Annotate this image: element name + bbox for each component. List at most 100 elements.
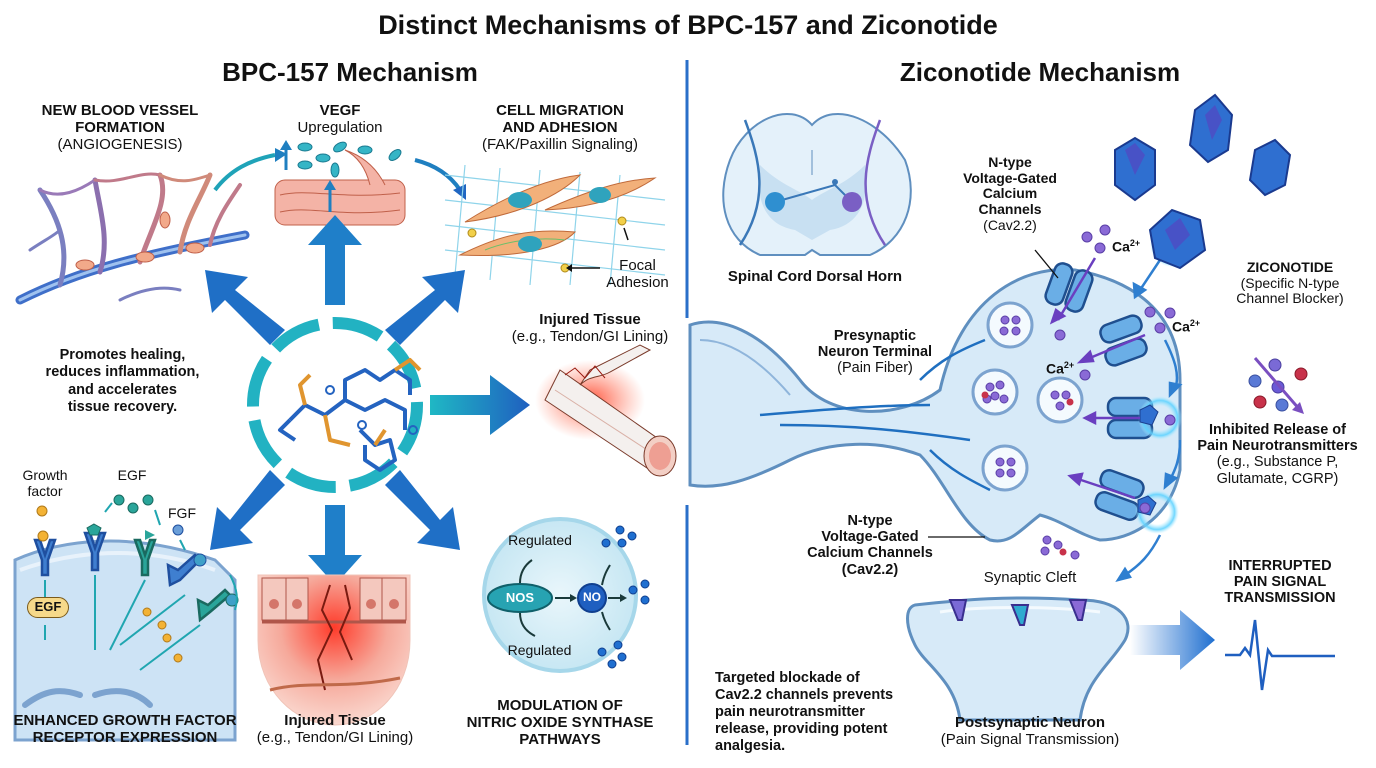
channel-top-line4: Channels — [978, 201, 1042, 218]
inhibited-line2: Pain Neurotransmitters — [1197, 438, 1358, 455]
interrupted-line2: PAIN SIGNAL — [1233, 574, 1327, 591]
nos-title-line3: PATHWAYS — [519, 730, 601, 748]
curved-arrow-icon — [213, 153, 276, 192]
calcium-ion-label: Ca2+ — [1112, 238, 1140, 255]
egf-ligand-label: EGF — [117, 467, 147, 483]
nos-title: MODULATION OF NITRIC OXIDE SYNTHASE PATH… — [455, 697, 665, 748]
zic-summary-line3: pain neurotransmitter — [715, 703, 865, 720]
injured-tissue-right-label: Injured Tissue (e.g., Tendon/GI Lining) — [490, 311, 690, 346]
zic-summary-line2: Cav2.2 channels prevents — [715, 686, 894, 703]
focal-label-line2: Adhesion — [606, 273, 669, 291]
inhibited-line4: Glutamate, CGRP) — [1216, 470, 1339, 487]
blood-vessel-illustration — [15, 172, 250, 305]
nos-title-line1: MODULATION OF — [497, 697, 623, 714]
ca-text: Ca — [1172, 318, 1190, 335]
migration-title-line1: CELL MIGRATION — [496, 102, 624, 119]
growth-factor-receptor-illustration — [13, 494, 239, 742]
focal-label-line1: Focal — [619, 257, 656, 274]
calcium-ion-label: Ca2+ — [1172, 318, 1200, 335]
cell-migration-illustration — [444, 164, 666, 286]
growth-factor-title-line2: RECEPTOR EXPRESSION — [32, 728, 218, 746]
ziconotide-crystal-icon — [1114, 93, 1292, 270]
ca-text: Ca — [1112, 238, 1130, 255]
interrupted-line1: INTERRUPTED — [1228, 558, 1332, 574]
presynaptic-line1: Presynaptic — [833, 328, 917, 344]
spinal-cord-illustration — [722, 113, 912, 256]
pain-signal-waveform — [1225, 619, 1335, 691]
injured-tendon-illustration — [535, 344, 677, 477]
postsynaptic-title: Postsynaptic Neuron — [954, 714, 1106, 731]
inhibited-line1: Inhibited Release of — [1209, 422, 1346, 438]
bpc-summary-line4: tissue recovery. — [67, 399, 178, 416]
channel-bottom-line1: N-type — [847, 513, 893, 529]
ca-text: Ca — [1046, 360, 1064, 377]
injured-right-title: Injured Tissue — [539, 311, 641, 328]
injured-gi-tissue-illustration — [257, 574, 411, 726]
channel-top-line5: (Cav2.2) — [983, 216, 1037, 233]
presynaptic-line2: Neuron Terminal — [817, 344, 933, 361]
synaptic-cleft-label: Synaptic Cleft — [983, 569, 1077, 586]
ca-charge: 2+ — [1189, 318, 1201, 328]
angiogenesis-label: NEW BLOOD VESSEL FORMATION (ANGIOGENESIS… — [20, 102, 220, 153]
fgf-ligand-label: FGF — [168, 505, 196, 521]
interrupted-signal-label: INTERRUPTED PAIN SIGNAL TRANSMISSION — [1205, 558, 1355, 607]
channel-top-line3: Calcium — [982, 185, 1038, 202]
vegf-vessel-illustration — [274, 140, 406, 226]
nos-label: NOS — [505, 590, 535, 605]
focal-adhesion-label: Focal Adhesion — [600, 257, 675, 292]
no-label: NO — [583, 590, 601, 604]
inhibited-line3: (e.g., Substance P, — [1216, 454, 1339, 471]
injured-bottom-subtitle: (e.g., Tendon/GI Lining) — [256, 728, 414, 746]
bpc-summary-line3: and accelerates — [68, 381, 177, 398]
injured-right-subtitle: (e.g., Tendon/GI Lining) — [511, 327, 669, 345]
channel-top-label: N-type Voltage-Gated Calcium Channels (C… — [955, 154, 1065, 233]
ziconotide-heading: Ziconotide Mechanism — [899, 57, 1181, 87]
ca-charge: 2+ — [1129, 238, 1141, 248]
channel-bottom-line2: Voltage-Gated — [821, 529, 919, 546]
inhibited-release-label: Inhibited Release of Pain Neurotransmitt… — [1185, 422, 1370, 487]
angiogenesis-title-line1: NEW BLOOD VESSEL — [41, 102, 199, 119]
curved-arrow-icon — [414, 158, 462, 192]
nos-regulated-bottom: Regulated — [507, 642, 572, 658]
cell-migration-label: CELL MIGRATION AND ADHESION (FAK/Paxilli… — [450, 102, 670, 153]
molecule-ring — [247, 317, 423, 493]
growth-factor-title: ENHANCED GROWTH FACTOR RECEPTOR EXPRESSI… — [0, 712, 250, 747]
zic-summary-line1: Targeted blockade of — [715, 670, 860, 686]
bpc157-heading: BPC-157 Mechanism — [222, 57, 478, 87]
nos-title-line2: NITRIC OXIDE SYNTHASE — [466, 713, 654, 731]
calcium-channels — [1044, 262, 1154, 521]
growth-factor-label-line2: factor — [27, 482, 63, 499]
neurotransmitter-molecules — [1248, 357, 1308, 414]
postsynaptic-neuron-illustration — [906, 596, 1335, 722]
zic-summary-line5: analgesia. — [715, 737, 786, 754]
migration-subtitle: (FAK/Paxillin Signaling) — [482, 135, 638, 153]
interrupted-line3: TRANSMISSION — [1224, 590, 1336, 607]
ziconotide-sub2: Channel Blocker) — [1236, 290, 1344, 307]
bpc-summary-line2: reduces inflammation, — [45, 364, 200, 381]
channel-top-line1: N-type — [988, 154, 1032, 170]
spinal-cord-label: Spinal Cord Dorsal Horn — [727, 268, 903, 285]
ziconotide-summary: Targeted blockade of Cav2.2 channels pre… — [715, 670, 935, 755]
vegf-title: VEGF — [319, 102, 361, 119]
angiogenesis-title-line2: FORMATION — [75, 118, 165, 136]
ziconotide-title: ZICONOTIDE — [1246, 259, 1334, 275]
bpc157-molecule-icon — [278, 358, 422, 472]
injured-tissue-bottom-label: Injured Tissue (e.g., Tendon/GI Lining) — [250, 712, 420, 747]
bpc-summary: Promotes healing, reduces inflammation, … — [20, 347, 225, 417]
main-title: Distinct Mechanisms of BPC-157 and Zicon… — [378, 10, 998, 40]
vegf-subtitle: Upregulation — [297, 118, 383, 136]
injured-bottom-title: Injured Tissue — [284, 712, 386, 729]
migration-title-line2: AND ADHESION — [502, 118, 618, 136]
ca-charge: 2+ — [1063, 360, 1075, 370]
postsynaptic-label: Postsynaptic Neuron (Pain Signal Transmi… — [925, 714, 1135, 749]
calcium-ion-label: Ca2+ — [1046, 360, 1074, 377]
bpc-summary-line1: Promotes healing, — [59, 347, 186, 363]
growth-factor-title-line1: ENHANCED GROWTH FACTOR — [13, 712, 237, 729]
ziconotide-sub1: (Specific N-type — [1240, 274, 1340, 291]
channel-bottom-label: N-type Voltage-Gated Calcium Channels (C… — [795, 513, 945, 578]
growth-factor-label-line1: Growth — [22, 467, 68, 483]
central-hub-arrows — [205, 215, 530, 585]
channel-top-line2: Voltage-Gated — [963, 169, 1057, 186]
signal-arrow-icon — [1130, 610, 1215, 670]
